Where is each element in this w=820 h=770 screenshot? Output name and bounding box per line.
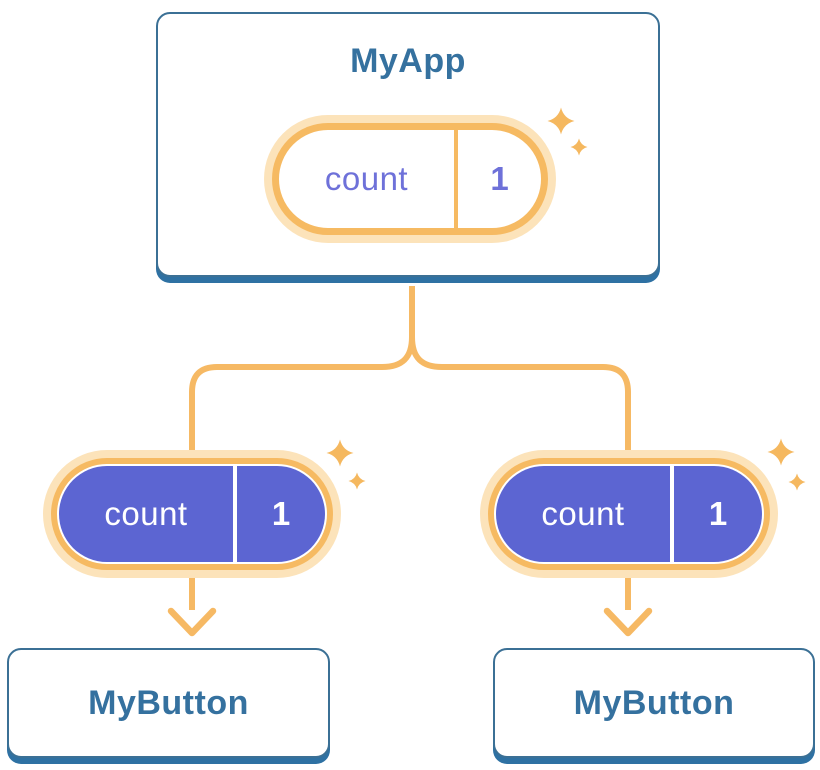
state-pill-body: count 1 bbox=[59, 466, 325, 562]
right-child-state-pill: count 1 bbox=[480, 450, 778, 578]
state-value: 1 bbox=[708, 495, 728, 532]
arrow-down-icon bbox=[167, 607, 217, 637]
state-pill-ring: count 1 bbox=[51, 458, 333, 570]
state-name: count bbox=[541, 495, 625, 532]
state-value: 1 bbox=[490, 160, 509, 197]
state-pill-body: count 1 bbox=[279, 130, 541, 228]
state-divider bbox=[454, 130, 458, 228]
left-child-component-title: MyButton bbox=[88, 683, 249, 722]
state-pill-ring: count 1 bbox=[272, 123, 548, 235]
connector-branch-right bbox=[409, 336, 631, 610]
state-pill-body: count 1 bbox=[496, 466, 762, 562]
root-component-card: MyApp count 1 bbox=[156, 12, 660, 277]
left-child-state-pill: count 1 bbox=[43, 450, 341, 578]
state-name: count bbox=[104, 495, 188, 532]
state-divider bbox=[233, 466, 237, 562]
right-child-component-card: MyButton bbox=[493, 648, 815, 758]
state-pill-ring: count 1 bbox=[488, 458, 770, 570]
state-divider bbox=[670, 466, 674, 562]
right-child-component-title: MyButton bbox=[573, 683, 735, 722]
root-component-title: MyApp bbox=[350, 42, 466, 80]
connector-branch-left bbox=[189, 336, 415, 610]
left-child-component-card: MyButton bbox=[7, 648, 330, 758]
root-state-pill: count 1 bbox=[264, 115, 556, 243]
state-name: count bbox=[324, 160, 409, 197]
state-value: 1 bbox=[271, 495, 291, 532]
arrow-down-icon bbox=[603, 607, 653, 637]
